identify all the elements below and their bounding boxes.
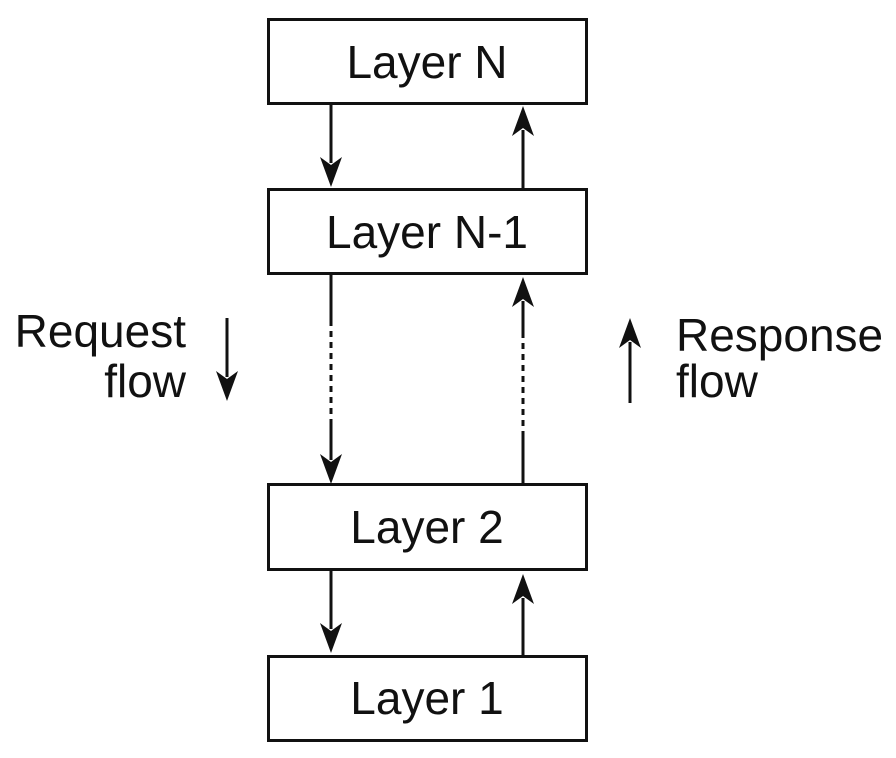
- layer-n-1-label: Layer N-1: [326, 206, 528, 258]
- up-arrowhead-icon: [512, 574, 534, 604]
- layer-n-1-box-group: Layer N-1: [267, 188, 588, 275]
- response-arrow-2-to-n1-dashed: [512, 277, 534, 484]
- down-arrowhead-icon: [320, 623, 342, 653]
- layer-1-label: Layer 1: [350, 672, 503, 724]
- up-arrowhead-icon: [619, 318, 641, 348]
- down-arrowhead-icon: [320, 454, 342, 484]
- request-arrow-n-to-n1: [320, 103, 342, 187]
- response-flow-label-line2: flow: [676, 355, 759, 407]
- layer-1-box: [267, 655, 588, 742]
- down-arrowhead-icon: [216, 371, 238, 401]
- layer-n-box: [267, 18, 588, 105]
- request-flow-down-arrow-icon: [216, 318, 238, 401]
- request-arrow-n1-to-2-dashed: [320, 273, 342, 484]
- request-flow-label-line1: Request: [15, 305, 187, 357]
- response-flow-annotation: Response flow: [619, 309, 883, 407]
- up-arrowhead-icon: [512, 277, 534, 307]
- down-arrowhead-icon: [320, 157, 342, 187]
- layer-n-1-box: [267, 188, 588, 275]
- layer-1-box-group: Layer 1: [267, 655, 588, 742]
- layer-2-label: Layer 2: [350, 501, 503, 553]
- layer-n-label: Layer N: [346, 36, 507, 88]
- request-arrow-2-to-1: [320, 570, 342, 653]
- request-flow-label-line2: flow: [104, 355, 187, 407]
- response-arrow-1-to-2: [512, 574, 534, 656]
- response-arrow-n1-to-n: [512, 106, 534, 189]
- layer-2-box-group: Layer 2: [267, 483, 588, 571]
- layer-2-box: [267, 483, 588, 571]
- response-flow-label-line1: Response: [676, 309, 883, 361]
- response-flow-up-arrow-icon: [619, 318, 641, 403]
- request-flow-annotation: Request flow: [15, 305, 238, 407]
- up-arrowhead-icon: [512, 106, 534, 136]
- layer-n-box-group: Layer N: [267, 18, 588, 105]
